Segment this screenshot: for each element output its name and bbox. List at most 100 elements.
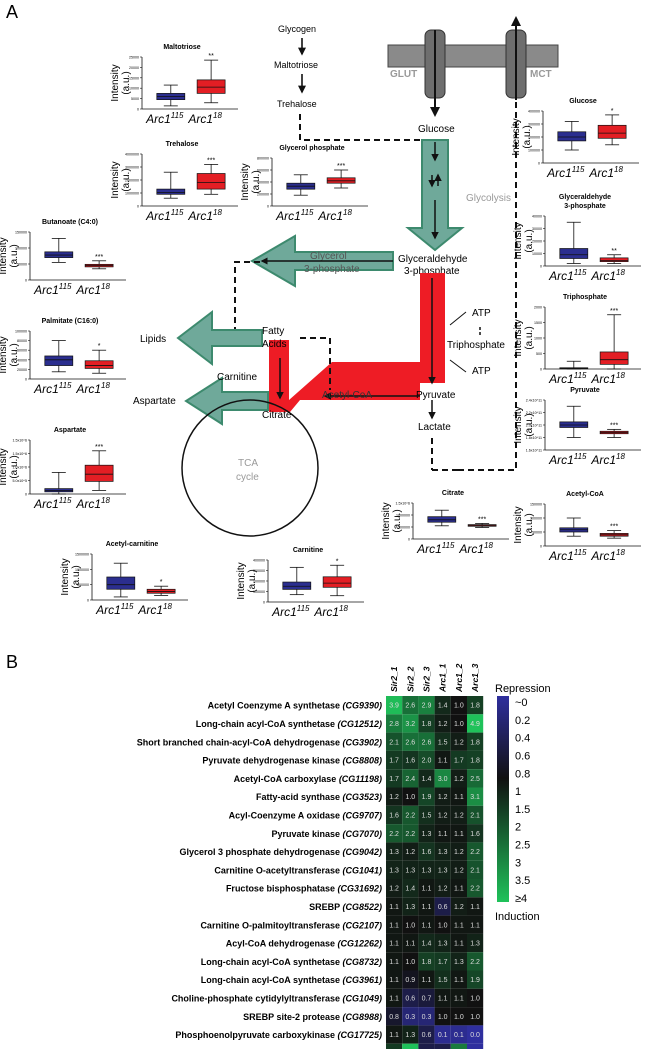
heatmap-cell-value: 1.0 (405, 959, 415, 966)
y-tick-label: 100000 (15, 330, 27, 334)
heatmap-cell (434, 1025, 451, 1044)
group-label-name: Arc1 (75, 497, 101, 511)
legend-tick-label: 1.5 (515, 804, 530, 816)
heatmap-cell-value: 2.8 (389, 721, 399, 728)
heatmap-cell-value: 1.7 (389, 776, 399, 783)
y-axis-label-unit: (a.u.) (251, 170, 262, 193)
heatmap-cell (386, 970, 403, 989)
heatmap-cell-value: 1.3 (389, 867, 399, 874)
heatmap-cell (450, 714, 467, 733)
y-tick-label: 1.6x10^11 (526, 449, 542, 453)
group-label-sup: 115 (574, 371, 587, 380)
heatmap-cell-value: 1.2 (438, 794, 448, 801)
heatmap-cell-value: 1.0 (470, 1014, 480, 1021)
panel-a-label: A (6, 2, 18, 22)
lactate-label: Lactate (418, 422, 451, 433)
gap-label-line2: 3-phosphate (404, 266, 460, 277)
heatmap-cell-value: 2.2 (470, 959, 480, 966)
acetyl-coa-label: Acetyl-CoA (322, 390, 372, 401)
y-tick-label: 500000 (398, 526, 410, 530)
heatmap-cell (386, 750, 403, 770)
heatmap-cell (450, 970, 467, 989)
heatmap-cell (450, 769, 467, 788)
row-gene-name: Phosphoenolpyruvate carboxykinase (175, 1030, 337, 1040)
group-label: Arc118 (317, 208, 352, 223)
group-label-sup: 18 (616, 452, 625, 461)
column-header: Sir2_2 (405, 666, 415, 692)
boxplot-title: Pyruvate (570, 387, 600, 394)
group-label-sup: 115 (59, 381, 72, 390)
group-label: Arc1115 (416, 541, 455, 556)
y-tick-label: 150000 (15, 231, 27, 235)
row-gene-name: Choline-phosphate cytidylyltransferase (171, 993, 342, 1003)
heatmap-cell (450, 696, 467, 715)
legend-tick-label: 2 (515, 822, 521, 834)
boxplot-glycerol-phosphate: Glycerol phosphate0200000400000600000800… (240, 145, 368, 223)
heatmap-cell-value: 1.1 (405, 941, 415, 948)
heatmap-cell-value: 2.2 (389, 831, 399, 838)
y-tick-label: 1000000 (125, 192, 139, 196)
group-label-name: Arc1 (75, 382, 101, 396)
group-label-name: Arc1 (95, 603, 121, 617)
row-gene-id: (CG8522) (342, 902, 382, 912)
heatmap-cell (434, 769, 451, 788)
heatmap-cell-value: 1.8 (470, 703, 480, 710)
group-label-name: Arc1 (137, 603, 163, 617)
boxplot-title: Aspartate (54, 427, 86, 434)
group-label-sup: 18 (343, 208, 352, 217)
boxplot-glucose: Glucose0100000200000300000400000Intensit… (511, 98, 639, 180)
group-label-sup: 115 (301, 208, 314, 217)
heatmap-cell-value: 1.1 (454, 886, 464, 893)
heatmap-cell-value: 1.1 (438, 758, 448, 765)
heatmap-cell (418, 1043, 435, 1049)
heatmap-cell (386, 714, 403, 733)
legend-tick-label: 2.5 (515, 840, 530, 852)
heatmap-cell-value: 1.4 (438, 703, 448, 710)
heatmap-cell-value: 1.0 (470, 995, 480, 1002)
heatmap-cell (434, 696, 451, 715)
group-label-name: Arc1 (548, 372, 574, 386)
heatmap-cell (450, 988, 467, 1008)
y-tick-label: 5000 (131, 97, 139, 101)
group-label: Arc118 (137, 602, 172, 617)
legend-tick-label: ~0 (515, 697, 528, 709)
heatmap-cell-value: 2.5 (470, 776, 480, 783)
heatmap-cell (450, 750, 467, 770)
y-axis-label-unit: (a.u.) (524, 326, 535, 349)
heatmap-cell-value: 1.0 (454, 1014, 464, 1021)
y-axis-label-unit: (a.u.) (121, 168, 132, 191)
heatmap-cell (402, 732, 419, 751)
boxplot-title: Glycerol phosphate (279, 145, 344, 152)
y-axis-label-unit: (a.u.) (524, 413, 535, 436)
heatmap-cell (467, 879, 484, 898)
citrate-label: Citrate (262, 410, 292, 421)
row-gene-id: (CG2107) (342, 920, 382, 930)
row-label: Short branched chain-acyl-CoA dehydrogen… (137, 737, 382, 747)
heatmap-cell (418, 1007, 435, 1026)
boxplot-title: 3-phosphate (564, 203, 606, 210)
legend-tick-label: ≥4 (515, 893, 527, 905)
row-gene-name: Acetyl-CoA carboxylase (234, 774, 339, 784)
legend-tick-label: 0.4 (515, 733, 530, 745)
group-label-sup: 115 (171, 208, 184, 217)
heatmap-cell-value: 1.2 (438, 886, 448, 893)
heatmap-cell-value: 3.1 (470, 794, 480, 801)
heatmap-cell-value: 1.1 (389, 922, 399, 929)
y-tick-label: 2000 (534, 306, 542, 310)
y-tick-label: 400000 (257, 181, 269, 185)
y-tick-label: 500 (536, 352, 542, 356)
y-tick-label: 0 (25, 493, 27, 497)
y-tick-label: 25000 (129, 56, 139, 60)
heatmap-cell-value: 4.9 (470, 721, 480, 728)
heatmap-cell-value: 2.2 (405, 831, 415, 838)
row-gene-name: Long-chain acyl-CoA synthetase (196, 719, 338, 729)
heatmap-cell (418, 952, 435, 971)
heatmap-cell (434, 1007, 451, 1026)
significance-marker: ** (208, 53, 214, 60)
boxplot-acetyl-coa: Acetyl-CoA050000100000150000Intensity(a.… (513, 491, 641, 563)
group-label-name: Arc1 (187, 112, 213, 126)
significance-marker: * (98, 343, 101, 350)
y-axis-label: Intensity (511, 118, 522, 155)
group-label-sup: 115 (59, 282, 72, 291)
heatmap-cell-value: 1.1 (422, 977, 432, 984)
